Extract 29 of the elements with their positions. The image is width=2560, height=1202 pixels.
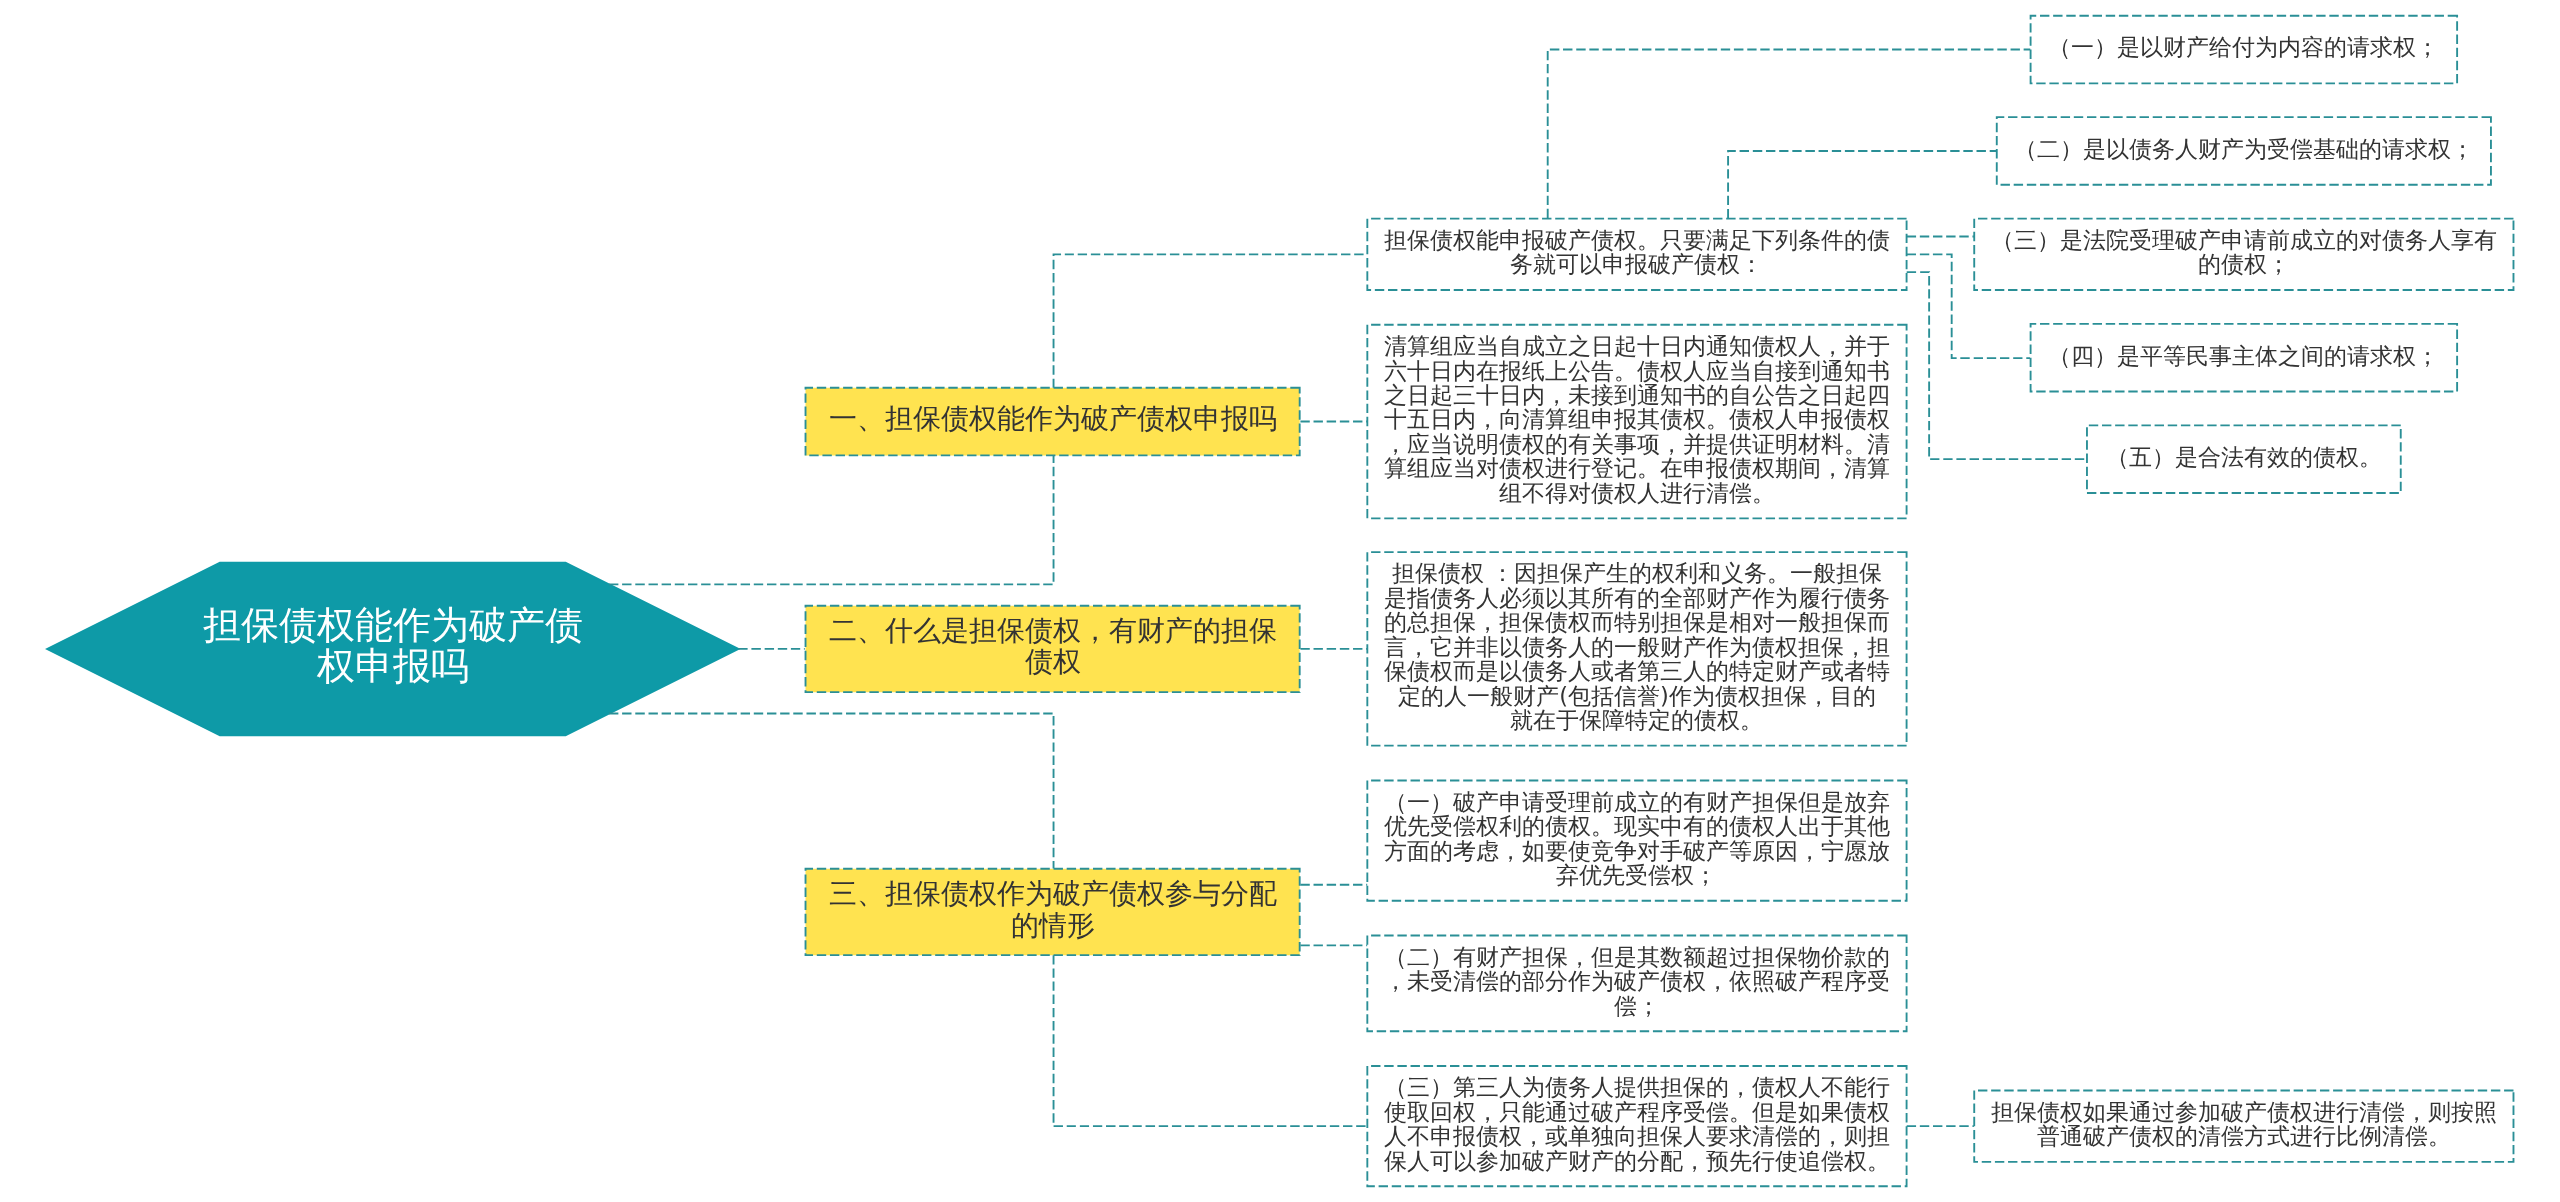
- node-box: 担保债权如果通过参加破产债权进行清偿，则按照普通破产债权的清偿方式进行比例清偿。: [1972, 1089, 2514, 1163]
- node-box: 担保债权 ：因担保产生的权利和义务。一般担保是指债务人必须以其所有的全部财产作为履行债务的总担保，担保债权而特别担保是相对一般担保而言，它并非以债务人的一般财产作为债权担保，担保债权而是以债务人或者第三人的特定财产或者特定的人一般财产(包括信誉)作为债权担保，目的就在于保障特定的债权。: [1365, 551, 1907, 747]
- connector: [607, 455, 1054, 586]
- node-box: （五）是合法有效的债权。: [2085, 424, 2402, 494]
- node-box: （三）第三人为债务人提供担保的，债权人不能行使取回权，只能通过破产程序受偿。但是如果债权人不申报债权，或单独向担保人要求清偿的，则担保人可以参加破产财产的分配，预先行使追偿权。: [1365, 1065, 1907, 1188]
- node-box: 担保债权能申报破产债权。只要满足下列条件的债务就可以申报破产债权：: [1365, 217, 1907, 291]
- connector: [1052, 954, 1368, 1128]
- connector: [1299, 647, 1368, 650]
- node-box: （二）是以债务人财产为受偿基础的请求权；: [1995, 116, 2492, 186]
- connector: [1905, 1125, 1975, 1128]
- node-box: （二）有财产担保，但是其数额超过担保物价款的，未受清偿的部分作为破产债权，依照破产程序受偿；: [1365, 934, 1907, 1033]
- connector: [1726, 150, 1997, 220]
- node-box: （一）破产申请受理前成立的有财产担保但是放弃优先受偿权利的债权。现实中有的债权人出于其他方面的考虑，如要使竞争对手破产等原因，宁愿放弃优先受偿权；: [1365, 779, 1907, 902]
- connector: [1905, 271, 2087, 461]
- connector: [1546, 48, 2031, 220]
- connector: [1299, 420, 1368, 423]
- connector: [1905, 253, 2031, 360]
- node-box: 二、什么是担保债权，有财产的担保债权: [804, 604, 1301, 694]
- connector: [1299, 883, 1368, 886]
- node-box: 一、担保债权能作为破产债权申报吗: [804, 386, 1301, 457]
- connector: [1299, 944, 1368, 947]
- node-box: 清算组应当自成立之日起十日内通知债权人，并于六十日内在报纸上公告。债权人应当自接到通知书之日起三十日内，未接到通知书的自公告之日起四十五日内，向清算组申报其债权。债权人申报债权，应当说明债权的有关事项，并提供证明材料。清算组应当对债权进行登记。在申报债权期间，清算组不得对债权人进行清偿。: [1365, 323, 1907, 520]
- node-box: 三、担保债权作为破产债权参与分配的情形: [804, 867, 1301, 957]
- node-box: （一）是以财产给付为内容的请求权；: [2029, 14, 2458, 85]
- connector: [1905, 235, 1975, 238]
- connector: [736, 647, 806, 650]
- node-box: （三）是法院受理破产申请前成立的对债务人享有的债权；: [1972, 217, 2514, 291]
- connector: [607, 712, 1054, 870]
- node-box: （四）是平等民事主体之间的请求权；: [2029, 322, 2458, 393]
